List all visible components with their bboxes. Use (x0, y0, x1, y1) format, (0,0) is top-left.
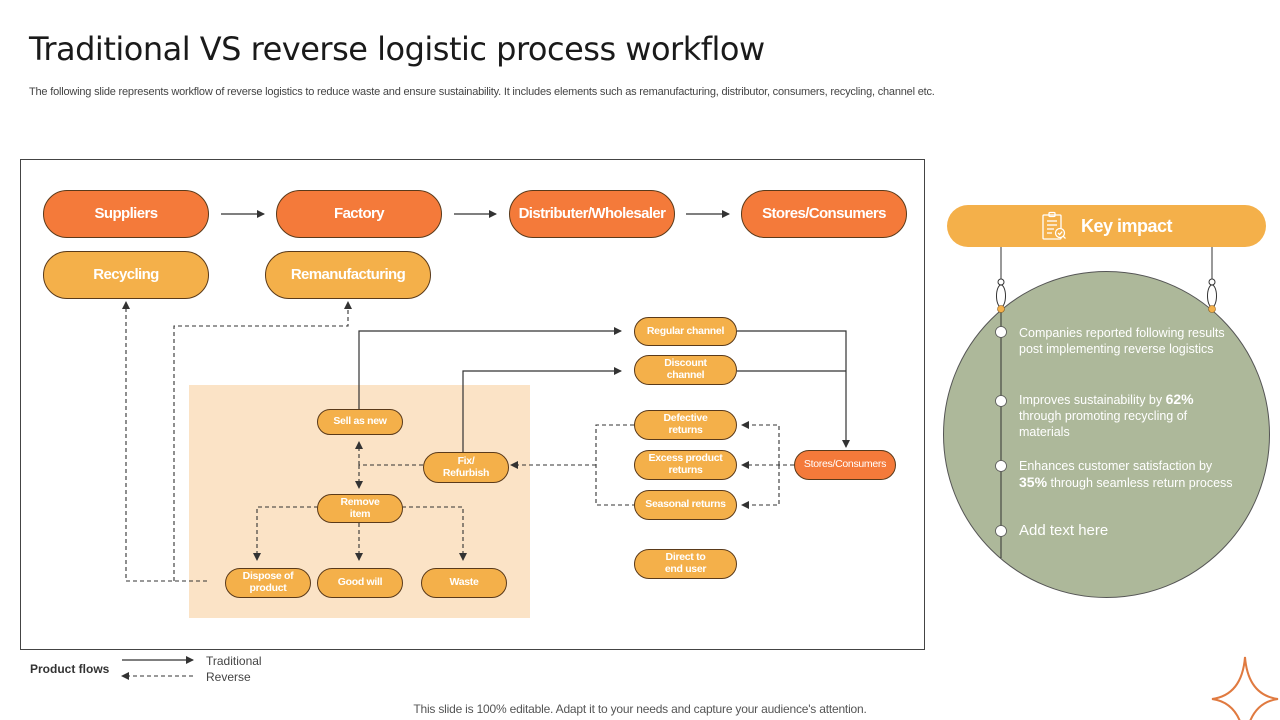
impact-text: Add text here (1019, 522, 1109, 539)
impact-text: Companies reported following results pos… (1019, 326, 1225, 356)
sparkle-star-icon (1211, 656, 1279, 720)
page-title: Traditional VS reverse logistic process … (29, 30, 765, 68)
node-stores-consumers: Stores/Consumers (794, 450, 896, 480)
impact-item: Improves sustainability by 62% through p… (1019, 391, 1239, 440)
node-discount-channel: Discount channel (634, 355, 737, 385)
node-sell-as-new: Sell as new (317, 409, 403, 435)
timeline-dot (995, 395, 1007, 407)
timeline-dot (995, 525, 1007, 537)
node-regular-channel: Regular channel (634, 317, 737, 346)
node-seasonal-returns: Seasonal returns (634, 490, 737, 520)
timeline-dot (995, 460, 1007, 472)
node-waste: Waste (421, 568, 507, 598)
node-factory: Factory (276, 190, 442, 238)
node-defective-returns: Defective returns (634, 410, 737, 440)
legend-reverse: Reverse (206, 670, 251, 684)
footer-note: This slide is 100% editable. Adapt it to… (413, 702, 867, 716)
impact-circle (943, 271, 1270, 598)
node-good-will: Good will (317, 568, 403, 598)
impact-item: Companies reported following results pos… (1019, 325, 1239, 357)
impact-text: Enhances customer satisfaction by (1019, 459, 1213, 473)
timeline-dot (995, 326, 1007, 338)
node-recycling: Recycling (43, 251, 209, 299)
node-stores-consumers-top: Stores/Consumers (741, 190, 907, 238)
node-dispose-product: Dispose of product (225, 568, 311, 598)
node-distributer: Distributer/Wholesaler (509, 190, 675, 238)
impact-item: Enhances customer satisfaction by 35% th… (1019, 458, 1234, 491)
clipboard-check-icon (1042, 211, 1066, 240)
node-remove-item: Remove item (317, 494, 403, 523)
impact-text: through promoting recycling of materials (1019, 409, 1188, 439)
legend-label: Product flows (30, 662, 110, 676)
key-impact-title: Key impact (1080, 215, 1173, 236)
node-remanufacturing: Remanufacturing (265, 251, 431, 299)
impact-text: Improves sustainability by (1019, 393, 1166, 407)
node-suppliers: Suppliers (43, 190, 209, 238)
impact-item: Add text here (1019, 523, 1239, 539)
node-direct-end-user: Direct to end user (634, 549, 737, 579)
impact-stat: 35% (1019, 474, 1048, 490)
impact-stat: 62% (1165, 391, 1194, 407)
legend-traditional: Traditional (206, 654, 262, 668)
node-excess-returns: Excess product returns (634, 450, 737, 480)
node-fix-refurbish: Fix/ Refurbish (423, 452, 509, 483)
impact-text: through seamless return process (1047, 476, 1233, 490)
key-impact-header: Key impact (947, 205, 1266, 247)
page-subtitle: The following slide represents workflow … (29, 86, 935, 98)
